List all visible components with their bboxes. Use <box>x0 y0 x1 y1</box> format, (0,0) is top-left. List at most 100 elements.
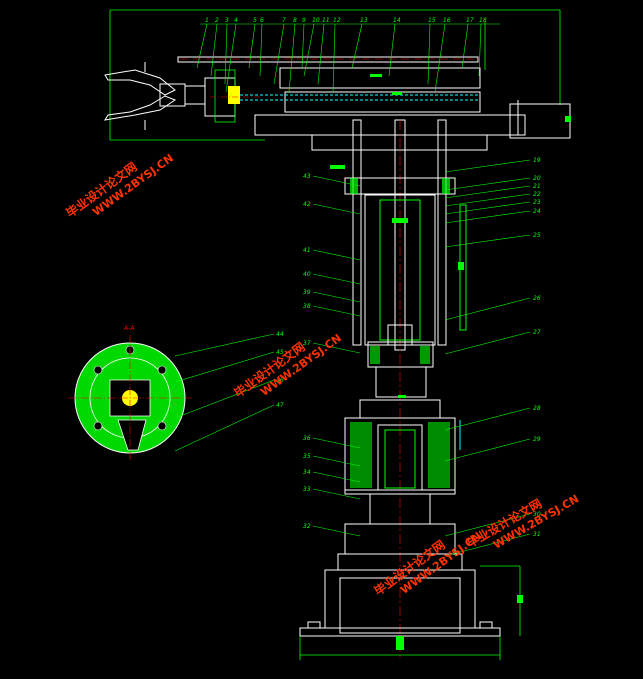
lower-column <box>337 493 463 571</box>
part-label-34: 34 <box>303 469 311 476</box>
part-label-31: 31 <box>533 531 541 538</box>
gripper-claw <box>104 62 206 130</box>
part-label-39: 39 <box>303 289 311 296</box>
part-label-13: 13 <box>360 17 368 24</box>
part-label-1-leader <box>196 23 208 69</box>
section-view-a-a <box>68 335 192 460</box>
part-label-5-leader <box>248 23 256 69</box>
part-label-12: 12 <box>333 17 341 24</box>
part-label-18: 18 <box>479 17 487 24</box>
part-label-4: 4 <box>234 17 238 24</box>
part-label-23-leader <box>444 201 531 215</box>
part-label-26-leader <box>444 297 531 321</box>
part-label-45: 45 <box>276 349 284 356</box>
part-label-11: 11 <box>322 17 330 24</box>
part-label-43: 43 <box>303 173 311 180</box>
part-label-28: 28 <box>533 405 541 412</box>
part-label-32: 32 <box>303 523 311 530</box>
part-label-20: 20 <box>533 175 541 182</box>
part-label-36: 36 <box>303 435 311 442</box>
part-label-37-leader <box>312 342 361 354</box>
part-label-46: 46 <box>276 377 284 384</box>
part-label-8-leader <box>288 23 296 93</box>
part-label-27-leader <box>444 331 531 355</box>
section-marker: A-A <box>123 325 134 332</box>
part-label-10-leader <box>303 23 315 77</box>
part-label-29-leader <box>444 438 531 462</box>
part-label-10: 10 <box>312 17 320 24</box>
part-labels-section: 44 45 46 47 <box>174 331 284 452</box>
part-label-17: 17 <box>466 17 474 24</box>
part-label-12-leader <box>332 23 336 93</box>
part-label-43-leader <box>312 175 361 187</box>
part-label-39-leader <box>312 291 361 303</box>
part-label-28-leader <box>444 407 531 431</box>
part-label-23: 23 <box>533 199 541 206</box>
part-label-7: 7 <box>282 17 286 24</box>
part-label-18-leader <box>478 23 482 77</box>
part-label-21: 21 <box>533 183 541 190</box>
part-label-40: 40 <box>303 271 311 278</box>
part-label-30: 30 <box>533 511 541 518</box>
part-label-34-leader <box>312 471 361 483</box>
part-label-32-leader <box>312 525 361 537</box>
part-label-22: 22 <box>533 191 541 198</box>
arm-dimension-frame <box>109 9 561 141</box>
part-label-40-leader <box>312 273 361 285</box>
part-label-25-leader <box>444 234 531 248</box>
part-label-46-leader <box>174 379 275 419</box>
part-label-44: 44 <box>276 331 284 338</box>
piston-block <box>367 324 434 398</box>
wrist-joint <box>204 69 260 123</box>
part-label-42: 42 <box>303 201 311 208</box>
upper-flange <box>330 165 456 195</box>
part-label-7-leader <box>273 23 285 85</box>
arm-guide-rods <box>177 56 481 113</box>
part-label-4-leader <box>225 23 237 93</box>
part-label-3-leader <box>224 23 228 85</box>
part-label-2-leader <box>210 23 218 77</box>
part-label-16-leader <box>434 23 446 93</box>
part-label-35-leader <box>312 455 361 467</box>
part-label-3: 3 <box>225 17 229 24</box>
part-label-33-leader <box>312 488 361 500</box>
part-label-20-leader <box>444 177 531 191</box>
part-label-42-leader <box>312 203 361 215</box>
part-label-14: 14 <box>393 17 401 24</box>
part-label-15: 15 <box>428 17 436 24</box>
part-label-11-leader <box>317 23 325 85</box>
part-label-8: 8 <box>293 17 297 24</box>
part-label-19: 19 <box>533 157 541 164</box>
part-label-41: 41 <box>303 247 311 254</box>
part-label-5: 5 <box>253 17 257 24</box>
part-label-30-leader <box>444 513 531 537</box>
part-label-17-leader <box>461 23 469 69</box>
part-label-1: 1 <box>205 17 209 24</box>
part-label-21-leader <box>444 185 531 199</box>
part-label-44-leader <box>174 333 275 357</box>
part-label-35: 35 <box>303 453 311 460</box>
part-label-24-leader <box>444 210 531 224</box>
part-label-41-leader <box>312 249 361 261</box>
part-label-38: 38 <box>303 303 311 310</box>
part-label-2: 2 <box>215 17 219 24</box>
part-label-31-leader <box>444 533 531 557</box>
machine-base <box>299 565 523 660</box>
part-label-47-leader <box>174 404 275 452</box>
part-label-9: 9 <box>302 17 306 24</box>
part-label-26: 26 <box>533 295 541 302</box>
part-label-19-leader <box>444 159 531 173</box>
part-label-24: 24 <box>533 208 541 215</box>
part-label-36-leader <box>312 437 361 449</box>
part-label-22-leader <box>444 193 531 207</box>
part-label-47: 47 <box>276 402 284 409</box>
part-label-33: 33 <box>303 486 311 493</box>
part-label-25: 25 <box>533 232 541 239</box>
